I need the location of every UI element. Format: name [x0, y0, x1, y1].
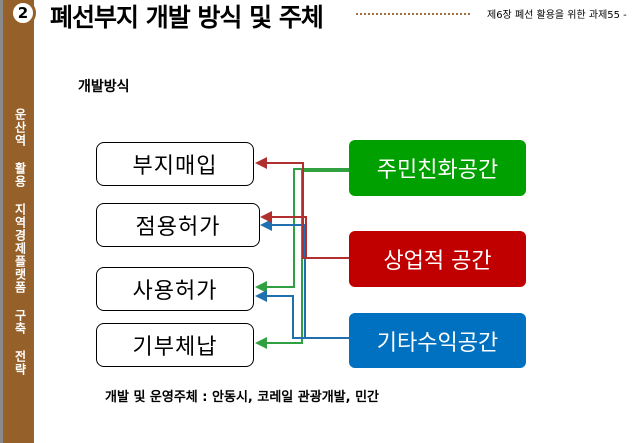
- chapter-label: 제6장 폐선 활용을 위한 과제55 -: [487, 10, 627, 21]
- operator-note: 개발 및 운영주체 : 안동시, 코레일 관광개발, 민간: [105, 390, 379, 405]
- space-box-commercial: 상업적 공간: [349, 231, 526, 287]
- method-box-usage: 사용허가: [96, 267, 254, 311]
- arrow-red-to-purchase: [255, 157, 349, 259]
- method-box-purchase: 부지매입: [96, 142, 254, 186]
- section-number-badge: 2: [10, 0, 36, 26]
- space-box-other-revenue: 기타수익공간: [349, 313, 526, 368]
- sidebar: 운산역 활용 지역경제플랫폼 구축 전략: [0, 0, 34, 443]
- dotted-divider: [356, 13, 470, 15]
- section-label: 개발방식: [78, 79, 130, 95]
- arrow-green-to-usage: [255, 168, 349, 293]
- sidebar-text: 운산역 활용 지역경제플랫폼 구축 전략: [13, 108, 27, 376]
- arrow-red-to-occupancy: [260, 211, 349, 259]
- page-title: 폐선부지 개발 방식 및 주체: [50, 3, 324, 32]
- method-box-donation: 기부체납: [96, 323, 254, 367]
- space-box-community: 주민친화공간: [349, 140, 526, 196]
- method-box-occupancy: 점용허가: [96, 203, 260, 247]
- arrow-blue-to-usage: [255, 290, 349, 339]
